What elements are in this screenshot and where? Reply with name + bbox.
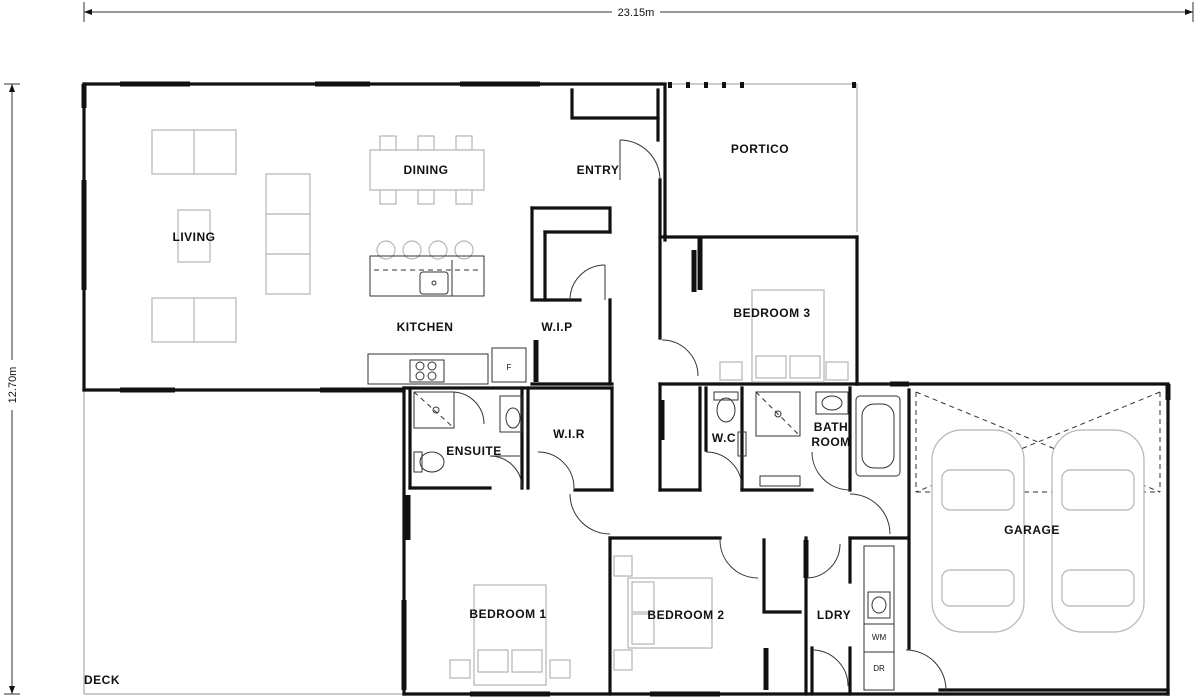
room-label-bath-line1: BATH [814,420,848,434]
width-dimension: 23.15m [83,2,1194,22]
room-label-wir: W.I.R [553,427,585,441]
room-label-portico: PORTICO [731,142,789,156]
bedroom1-bed [449,584,571,686]
wc-bath-fixtures [713,391,901,487]
laundry-fixtures: WM DR [863,545,895,691]
height-dimension: 12.70m [3,83,21,695]
room-label-bedroom1: BEDROOM 1 [469,607,546,621]
room-label-bath-line2: ROOM [811,435,850,449]
dining-table [369,135,485,205]
room-label-ensuite: ENSUITE [446,444,502,458]
width-label: 23.15m [618,7,655,19]
room-label-wc: W.C [712,431,736,445]
dryer-label: DR [873,664,885,673]
room-label-dining: DINING [404,163,449,177]
room-label-ldry: LDRY [817,608,851,622]
room-label-garage: GARAGE [1004,523,1060,537]
sliding-door-marks [405,250,809,690]
ensuite-fixtures [413,391,523,473]
outdoor-outlines [83,82,858,695]
kitchen-island [369,240,485,297]
kitchen-bench: F [367,347,527,385]
doors [451,139,947,691]
room-label-deck: DECK [84,673,120,687]
room-labels: LIVING DINING ENTRY PORTICO KITCHEN W.I.… [84,142,1060,687]
garage-door-and-cars [915,391,1161,633]
height-label: 12.70m [7,367,19,404]
room-label-bedroom2: BEDROOM 2 [647,608,724,622]
room-label-kitchen: KITCHEN [397,320,454,334]
room-label-wip: W.I.P [541,320,572,334]
living-furniture [151,129,311,343]
room-label-living: LIVING [172,230,215,244]
room-label-entry: ENTRY [577,163,620,177]
bedroom2-bed [613,555,713,671]
washer-label: WM [872,633,887,642]
fridge-label: F [507,363,512,372]
room-label-bedroom3: BEDROOM 3 [733,306,810,320]
bedroom3-bed [719,289,849,383]
windows [81,81,1171,697]
